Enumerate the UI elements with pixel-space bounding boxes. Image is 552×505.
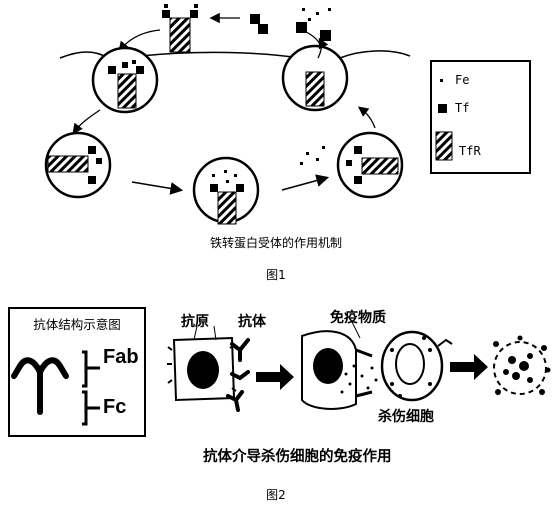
- legend-symbols: [435, 79, 453, 161]
- process-arrow-1: [256, 364, 294, 390]
- legend-tfr-symbol: [435, 131, 453, 161]
- immune-substance-label: 免疫物质: [330, 310, 386, 326]
- legend-fe-label: Fe: [455, 73, 470, 87]
- figure-2-caption: 抗体介导杀伤细胞的免疫作用: [203, 449, 392, 465]
- structure-title: 抗体结构示意图: [33, 317, 121, 332]
- killer-cell-label: 杀伤细胞: [378, 409, 434, 425]
- structure-braces: [82, 350, 100, 426]
- figure-1-label: 图1: [266, 268, 286, 282]
- vesicle-iron-release: [192, 156, 260, 225]
- lysed-cell: [493, 335, 551, 395]
- antigen-cell: [167, 336, 237, 402]
- antibody-structure-box: [8, 307, 146, 437]
- receptor-at-membrane: [162, 4, 198, 53]
- legend-fe-symbol: [440, 79, 443, 82]
- legend-tf-symbol: [438, 104, 447, 113]
- killer-cell: [380, 330, 453, 402]
- free-antibodies: [226, 338, 250, 412]
- fab-label: Fab: [103, 346, 139, 368]
- bound-antigen-cell: [301, 330, 378, 410]
- legend-tfr-label: TfR: [459, 144, 481, 158]
- legend-tf-label: Tf: [455, 101, 470, 115]
- figure-1-caption: 铁转蛋白受体的作用机制: [209, 236, 342, 250]
- process-arrow-2: [450, 354, 488, 380]
- vesicle-endocytosis: [91, 46, 159, 114]
- vesicle-acidified: [44, 131, 112, 199]
- fc-label: Fc: [103, 396, 127, 418]
- vesicle-recycling: [281, 44, 349, 112]
- antigen-label: 抗原: [181, 314, 209, 330]
- figure-2-diagram: [11, 321, 551, 426]
- figure-1-diagram: [44, 4, 453, 225]
- released-fe: [300, 146, 325, 165]
- legend-box: [430, 60, 531, 174]
- antibody-y-icon: [11, 357, 69, 415]
- antibody-label: 抗体: [238, 314, 266, 330]
- free-tf-fe: [250, 8, 331, 41]
- figure-2-label: 图2: [266, 488, 286, 502]
- vesicle-apo-tf: [336, 131, 404, 199]
